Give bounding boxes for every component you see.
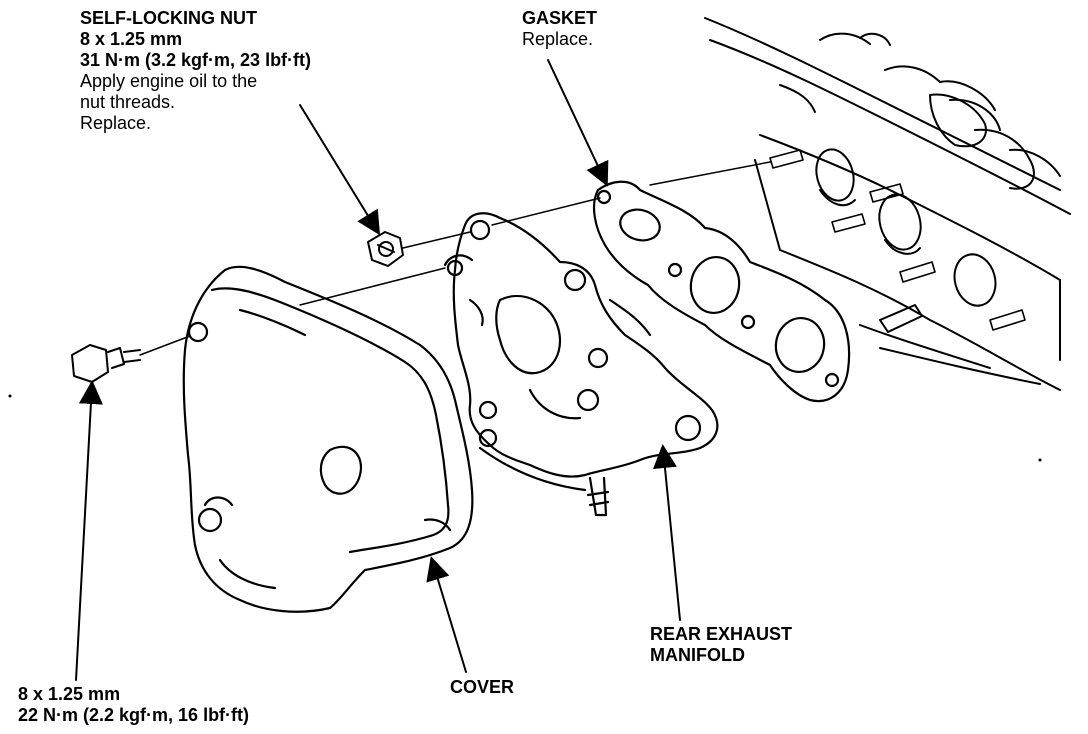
rear-exhaust-manifold [443, 212, 719, 517]
self-locking-nut-note-2: nut threads. [80, 92, 176, 112]
leader-lines [75, 59, 681, 681]
gasket-note: Replace. [522, 29, 594, 49]
self-locking-nut-size: 8 x 1.25 mm [80, 29, 183, 49]
leader-bolt [75, 380, 103, 681]
cover [182, 265, 474, 613]
self-locking-nut [367, 231, 404, 267]
bolt-label: 8 x 1.25 mm 22 N·m (2.2 kgf·m, 16 lbf·ft… [18, 684, 249, 726]
leader-self-locking-nut [299, 104, 381, 236]
bolt [71, 344, 141, 383]
self-locking-nut-note-1: Apply engine oil to the [80, 71, 258, 91]
cover-title: COVER [450, 677, 515, 697]
leader-cover [426, 556, 467, 673]
cover-label: COVER [450, 677, 514, 698]
self-locking-nut-note-3: Replace. [80, 113, 152, 133]
self-locking-nut-torque: 31 N·m (3.2 kgf·m, 23 lbf·ft) [80, 50, 312, 70]
leader-rear-exhaust-manifold [653, 444, 681, 621]
gasket-title: GASKET [522, 8, 598, 28]
rear-exhaust-manifold-line-1: REAR EXHAUST [650, 624, 793, 644]
gasket-label: GASKET Replace. [522, 8, 597, 50]
stray-mark [1038, 458, 1042, 462]
gasket [592, 180, 851, 403]
bolt-size: 8 x 1.25 mm [18, 684, 121, 704]
bolt-torque: 22 N·m (2.2 kgf·m, 16 lbf·ft) [18, 705, 250, 725]
self-locking-nut-title: SELF-LOCKING NUT [80, 8, 257, 28]
stray-mark [8, 394, 12, 398]
rear-exhaust-manifold-label: REAR EXHAUST MANIFOLD [650, 624, 792, 666]
cylinder-head [704, 17, 1071, 391]
rear-exhaust-manifold-line-2: MANIFOLD [650, 645, 745, 665]
self-locking-nut-label: SELF-LOCKING NUT 8 x 1.25 mm 31 N·m (3.2… [80, 8, 311, 134]
alignment-lines [139, 161, 771, 356]
leader-gasket [547, 59, 609, 187]
